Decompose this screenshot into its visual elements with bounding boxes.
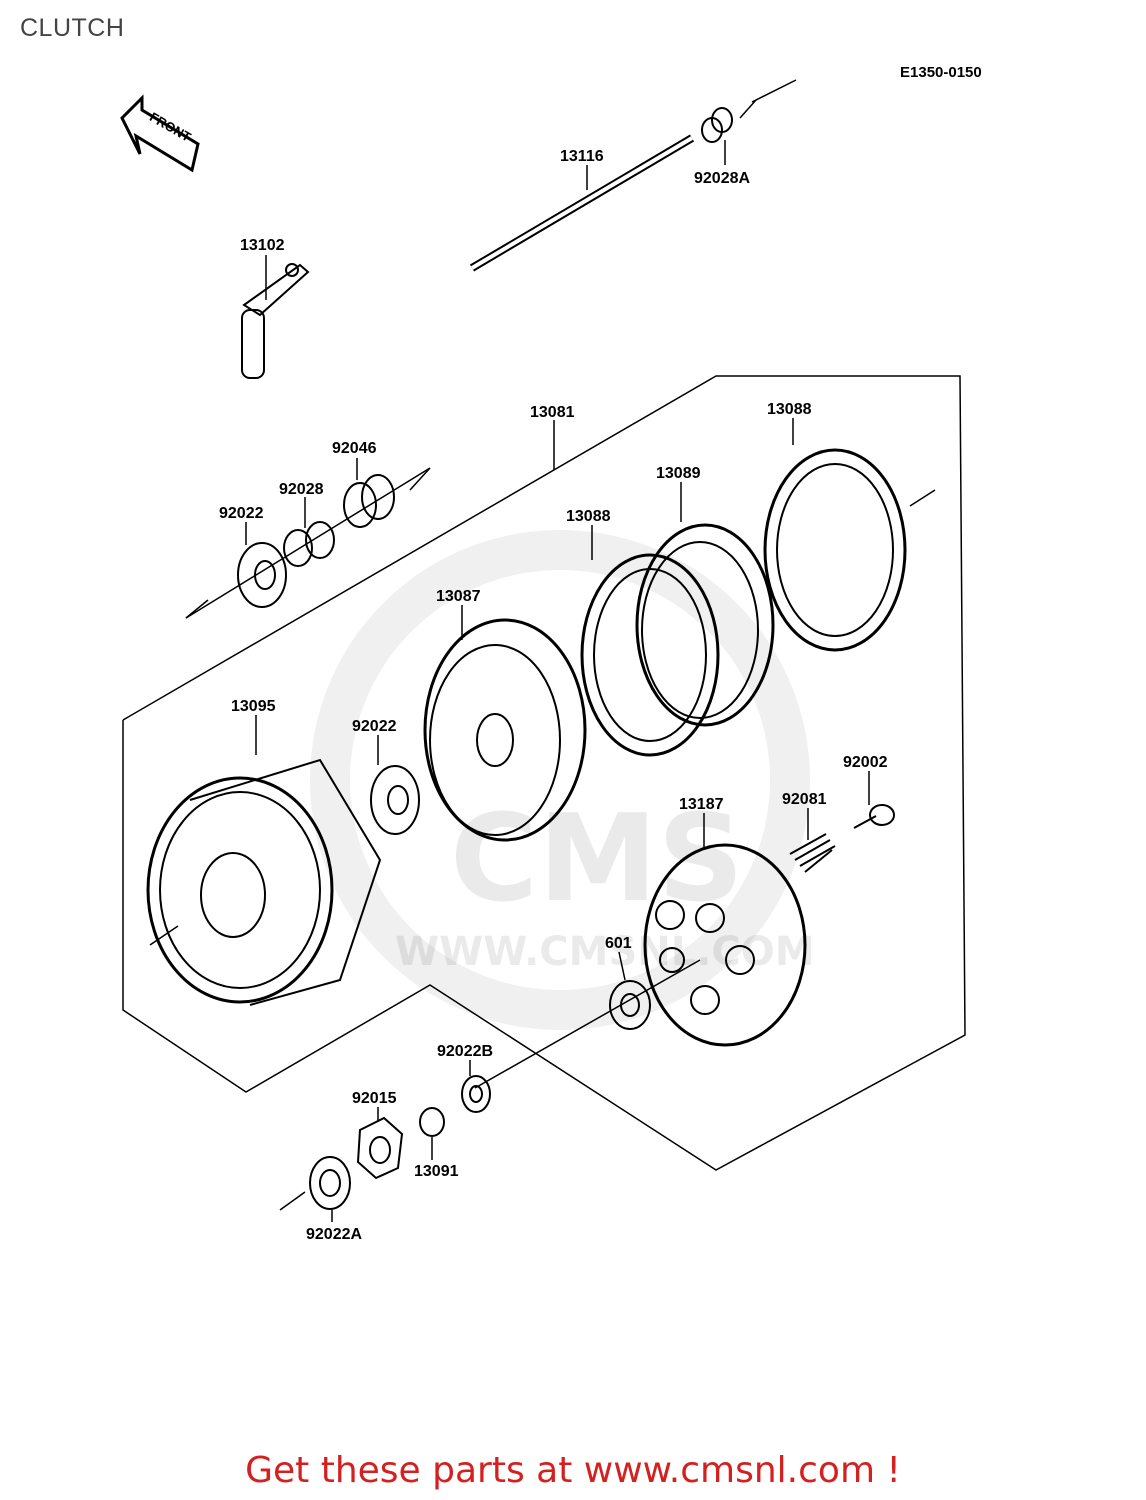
part-label-92022B: 92022B (437, 1043, 493, 1060)
leader-lines (245, 140, 870, 1222)
release-lever-icon (241, 263, 310, 379)
part-labels: 13116 92028A 13102 13081 13088 92046 130… (219, 148, 888, 1243)
part-label-92028: 92028 (279, 481, 324, 498)
spacer-icon (283, 521, 335, 567)
footer-link[interactable]: Get these parts at www.cmsnl.com ! (245, 1450, 901, 1491)
part-label-92081: 92081 (782, 791, 827, 808)
axis-lines (149, 79, 936, 1211)
collar-icon (701, 107, 733, 143)
part-label-13116: 13116 (560, 148, 604, 165)
collar-2-icon (419, 1107, 445, 1137)
part-label-92046: 92046 (332, 440, 377, 457)
push-rod-icon (469, 134, 695, 272)
watermark: CMS WWW.CMSNL.COM (310, 530, 815, 1030)
exploded-diagram: CMS WWW.CMSNL.COM (120, 79, 966, 1243)
nut-icon (356, 1116, 404, 1180)
part-label-13081: 13081 (530, 404, 575, 421)
part-label-92022A: 92022A (306, 1226, 362, 1243)
diagram-reference: E1350-0150 (900, 64, 982, 81)
part-label-92022-2: 92022 (352, 718, 397, 735)
part-label-13091: 13091 (414, 1163, 459, 1180)
clutch-hub-icon (423, 618, 587, 842)
part-label-92002: 92002 (843, 754, 888, 771)
washer-2-icon (370, 765, 420, 835)
part-label-13088-2: 13088 (566, 508, 611, 525)
washer-icon (237, 542, 287, 608)
pressure-plate-icon (643, 843, 807, 1047)
front-arrow-icon (120, 94, 200, 173)
part-label-92022: 92022 (219, 505, 264, 522)
washer-3-icon (461, 1075, 491, 1113)
part-label-13095: 13095 (231, 698, 276, 715)
spring-icon (789, 833, 836, 873)
assembly-outline (122, 375, 966, 1171)
part-label-92028A: 92028A (694, 170, 750, 187)
steel-plate-icon (635, 523, 775, 727)
part-label-13087: 13087 (436, 588, 481, 605)
needle-bearing-icon (343, 474, 395, 528)
part-label-13187: 13187 (679, 796, 724, 813)
part-label-13089: 13089 (656, 465, 701, 482)
ball-bearing-icon (609, 980, 651, 1030)
clutch-housing-icon (146, 758, 382, 1006)
part-label-601: 601 (605, 935, 632, 952)
part-label-13102: 13102 (240, 237, 285, 254)
part-label-92015: 92015 (352, 1090, 397, 1107)
part-label-13088: 13088 (767, 401, 812, 418)
friction-plate-2-icon (580, 553, 720, 757)
friction-plate-icon (763, 448, 907, 652)
watermark-brand: CMS (450, 790, 744, 929)
watermark-url: WWW.CMSNL.COM (395, 929, 815, 975)
bolt-icon (853, 804, 895, 829)
lock-washer-icon (309, 1156, 351, 1210)
page-title: CLUTCH (20, 14, 125, 42)
